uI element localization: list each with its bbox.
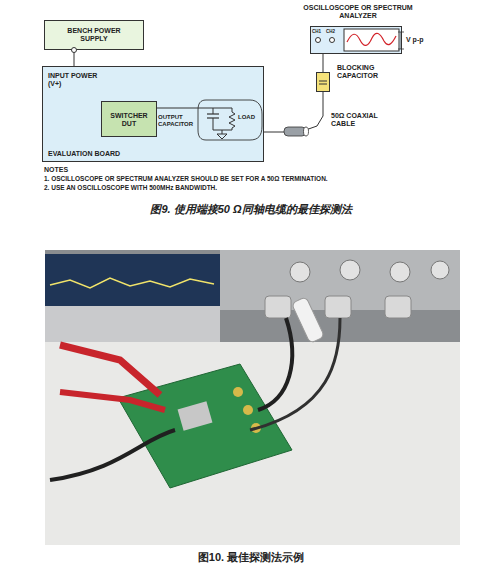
wire — [74, 50, 75, 66]
power-supply-box: BENCH POWER SUPPLY — [44, 20, 144, 50]
annotation: 1. OSCILLOSCOPE OR SPECTRUM ANALYZER SHO… — [44, 175, 484, 182]
red-clip-lead — [60, 392, 165, 410]
ground-wire — [213, 130, 232, 131]
blocking-capacitor-adapter — [291, 297, 324, 344]
node-label: BLOCKING CAPACITOR — [337, 64, 417, 79]
button-panel — [45, 306, 220, 342]
scope-body — [45, 250, 460, 350]
coax-cable-body — [284, 127, 306, 136]
annotation: LOAD — [238, 114, 262, 121]
annotation: INPUT POWER (V+) — [48, 72, 100, 88]
node-label: EVALUATION BOARD — [48, 150, 158, 158]
blocking-capacitor-plate — [319, 81, 327, 82]
coax-cable-end — [304, 127, 309, 136]
channel-jack — [316, 38, 321, 43]
probe-loop — [198, 100, 262, 140]
capacitor-plate — [207, 117, 219, 118]
switcher-box: SWITCHER DUT — [101, 101, 157, 137]
capacitor-lead — [213, 108, 214, 114]
oscilloscope-box: OSCILLOSCOPE OR SPECTRUM ANALYZER — [310, 26, 402, 54]
load-resistor — [229, 108, 235, 130]
annotation: CH2 — [326, 29, 340, 34]
figure-caption: 图9. 使用端接50 Ω同轴电缆的最佳探测法 — [0, 203, 502, 216]
node-label: OSCILLOSCOPE OR SPECTRUM ANALYZER — [299, 4, 417, 19]
output-wire — [156, 108, 232, 109]
annotation: 50Ω COAXIAL CABLE — [331, 112, 393, 128]
annotation: NOTES — [44, 166, 104, 174]
capacitor-lead — [213, 118, 214, 130]
wire — [323, 54, 324, 72]
scope-knob — [340, 260, 360, 280]
pcb-terminal — [233, 387, 243, 397]
blocking-capacitor-plate — [319, 84, 327, 85]
node-label: BENCH POWER SUPPLY — [63, 27, 125, 42]
vpp-bracket — [401, 32, 402, 49]
annotation: 2. USE AN OSCILLOSCOPE WITH 500MHz BANDW… — [44, 184, 484, 191]
ground-wire — [222, 130, 223, 134]
black-lead — [50, 430, 175, 480]
blocking-capacitor: BLOCKING CAPACITOR — [316, 72, 330, 92]
scope-knob — [431, 261, 449, 279]
scope-screen — [344, 29, 399, 51]
waveform — [347, 33, 396, 45]
power-terminal — [72, 48, 77, 53]
node-label: SWITCHER DUT — [106, 112, 152, 127]
ground-symbol — [217, 134, 227, 139]
wire — [264, 92, 323, 132]
bnc-connector — [385, 296, 411, 318]
pcb-chip — [178, 401, 213, 430]
probe-cable — [250, 318, 340, 430]
channel-jack — [330, 38, 335, 43]
scope-screen — [45, 254, 220, 306]
bnc-connector — [325, 296, 351, 318]
vpp-bracket — [398, 49, 404, 50]
annotation: CH1 — [312, 29, 326, 34]
scope-knob — [290, 262, 310, 282]
red-clip-lead — [60, 345, 160, 395]
coax-cable — [258, 318, 292, 410]
annotation: OUTPUT CAPACITOR — [158, 114, 218, 128]
figure-caption: 图10. 最佳探测法示例 — [0, 551, 502, 564]
bench-surface — [45, 342, 460, 545]
bench-photo — [45, 250, 460, 545]
evaluation-board: EVALUATION BOARD SWITCHER DUT — [42, 66, 264, 162]
capacitor-plate — [207, 113, 219, 114]
bnc-connector — [265, 296, 291, 318]
pcb-terminal — [243, 405, 253, 415]
annotation: V p-p — [406, 36, 436, 44]
photo-frame — [45, 250, 460, 545]
vpp-bracket — [398, 32, 404, 33]
screen-trace — [50, 278, 214, 288]
scope-knob — [390, 262, 410, 282]
